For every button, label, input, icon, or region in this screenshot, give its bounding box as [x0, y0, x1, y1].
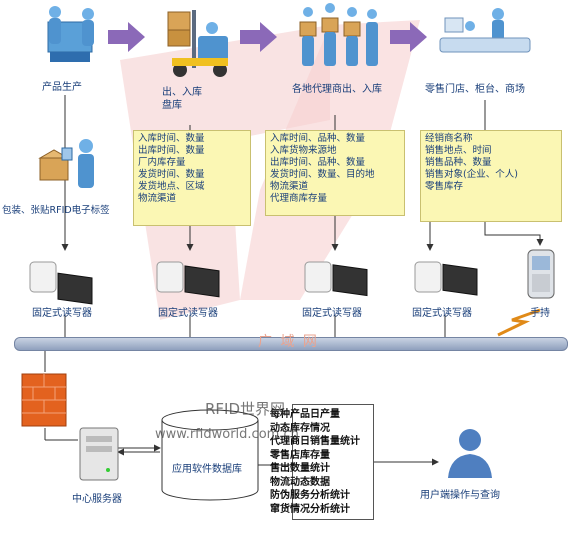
- forklift-icon: [167, 10, 228, 77]
- note-agents: 入库时间、品种、数量 入库货物来源地 出库时间、品种、数量 发货时间、数量、目的…: [265, 130, 405, 216]
- stage-label-agents: 各地代理商出、入库: [292, 84, 382, 95]
- database-cylinder-icon: [161, 409, 259, 501]
- stage-label-production: 产品生产: [42, 82, 82, 93]
- handheld-reader-icon: [527, 249, 555, 299]
- arrow-icon: [108, 22, 145, 52]
- database-label: 应用软件数据库: [172, 464, 242, 475]
- wan-label: 广 域 网: [258, 334, 319, 350]
- arrow-icon: [240, 22, 277, 52]
- fixed-reader-icon: [414, 261, 478, 296]
- fixed-reader-icon: [304, 261, 368, 297]
- stage-label-warehouse: 出、入库 盘库: [162, 87, 202, 111]
- note-warehouse: 入库时间、数量 出库时间、数量 厂内库存量 发货时间、数量 发货地点、区域 物流…: [133, 130, 251, 226]
- stage-label-retail: 零售门店、柜台、商场: [425, 84, 525, 95]
- packaging-worker-icon: [38, 139, 94, 188]
- reader-label-1: 固定式读写器: [32, 308, 92, 319]
- agents-carrying-boxes-icon: [299, 3, 378, 66]
- client-label: 用户端操作与查询: [420, 490, 500, 501]
- firewall-icon: [21, 373, 67, 427]
- user-person-icon: [448, 429, 492, 478]
- stage-label-packaging: 包装、张贴RFID电子标签: [2, 205, 110, 216]
- reader-label-4: 固定式读写器: [412, 308, 472, 319]
- handheld-label: 手持: [530, 308, 550, 319]
- statistics-box: [292, 404, 374, 520]
- retail-counter-icon: [439, 8, 531, 53]
- arrow-icon: [390, 22, 427, 52]
- watermark-url: www.rfidworld.com.cn: [155, 427, 299, 442]
- fixed-reader-icon: [156, 261, 220, 298]
- factory-workers-icon: [47, 6, 94, 62]
- reader-label-2: 固定式读写器: [158, 308, 218, 319]
- server-icon: [79, 427, 119, 481]
- fixed-reader-icon: [29, 261, 93, 305]
- watermark-title: RFID世界网: [205, 400, 286, 418]
- server-label: 中心服务器: [72, 494, 122, 505]
- wan-bus-bar: [14, 337, 568, 351]
- reader-label-3: 固定式读写器: [302, 308, 362, 319]
- note-retail: 经销商名称 销售地点、时间 销售品种、数量 销售对象(企业、个人) 零售库存: [420, 130, 562, 222]
- statistics-list: 每种产品日产量 动态库存情况 代理商日销售量统计 零售店库存量 售出数量统计 物…: [270, 409, 360, 515]
